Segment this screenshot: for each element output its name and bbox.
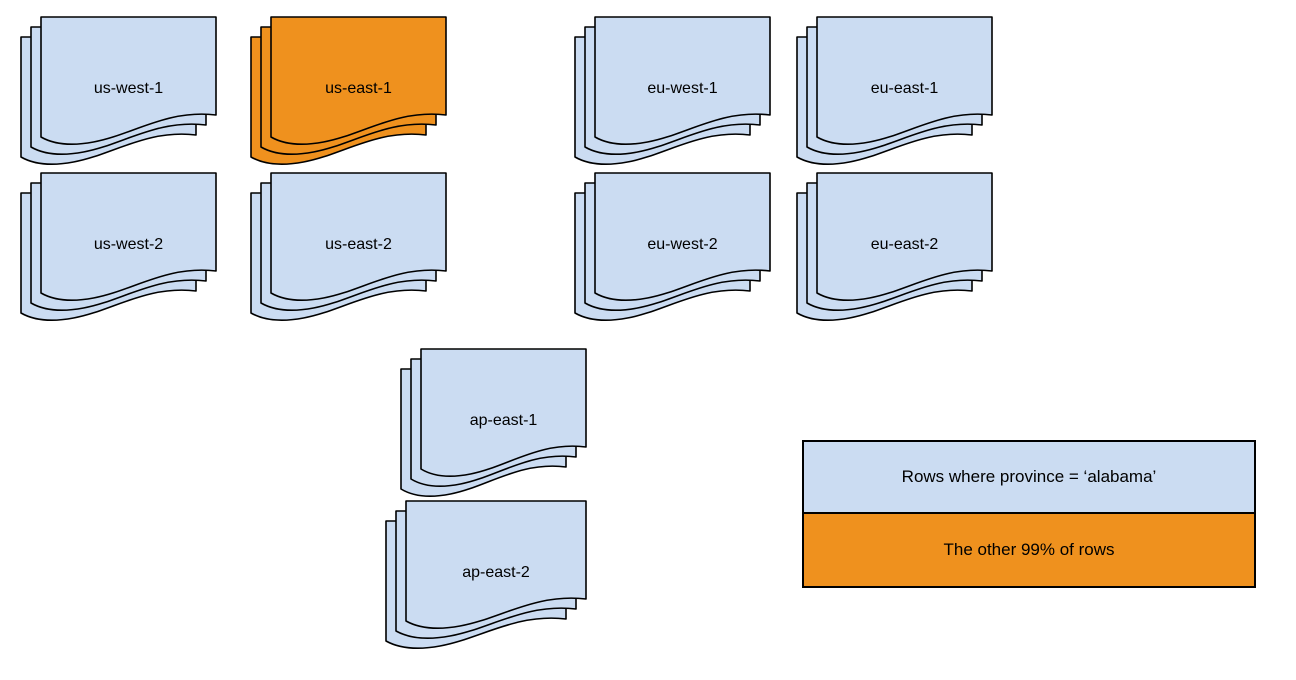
legend-row-blue: Rows where province = ‘alabama’: [804, 442, 1254, 514]
document-sheet: [594, 16, 771, 146]
region-stack-ap-east-2[interactable]: ap-east-2: [385, 500, 589, 652]
document-sheet: [40, 172, 217, 302]
document-sheet: [816, 172, 993, 302]
region-stack-us-east-2[interactable]: us-east-2: [250, 172, 449, 324]
document-sheet: [270, 172, 447, 302]
document-sheet: [270, 16, 447, 146]
document-sheet: [405, 500, 587, 630]
region-stack-eu-west-1[interactable]: eu-west-1: [574, 16, 773, 168]
document-sheet: [594, 172, 771, 302]
legend-label-orange: The other 99% of rows: [943, 540, 1115, 559]
region-stack-eu-west-2[interactable]: eu-west-2: [574, 172, 773, 324]
region-stack-eu-east-1[interactable]: eu-east-1: [796, 16, 995, 168]
document-sheet: [816, 16, 993, 146]
legend: Rows where province = ‘alabama’ The othe…: [802, 440, 1256, 588]
region-stack-us-east-1[interactable]: us-east-1: [250, 16, 449, 168]
region-stack-us-west-2[interactable]: us-west-2: [20, 172, 219, 324]
legend-label-blue: Rows where province = ‘alabama’: [901, 467, 1157, 486]
document-sheet: [40, 16, 217, 146]
legend-row-orange: The other 99% of rows: [804, 514, 1254, 586]
region-stack-eu-east-2[interactable]: eu-east-2: [796, 172, 995, 324]
region-stack-ap-east-1[interactable]: ap-east-1: [400, 348, 589, 500]
document-sheet: [420, 348, 587, 478]
region-stack-us-west-1[interactable]: us-west-1: [20, 16, 219, 168]
